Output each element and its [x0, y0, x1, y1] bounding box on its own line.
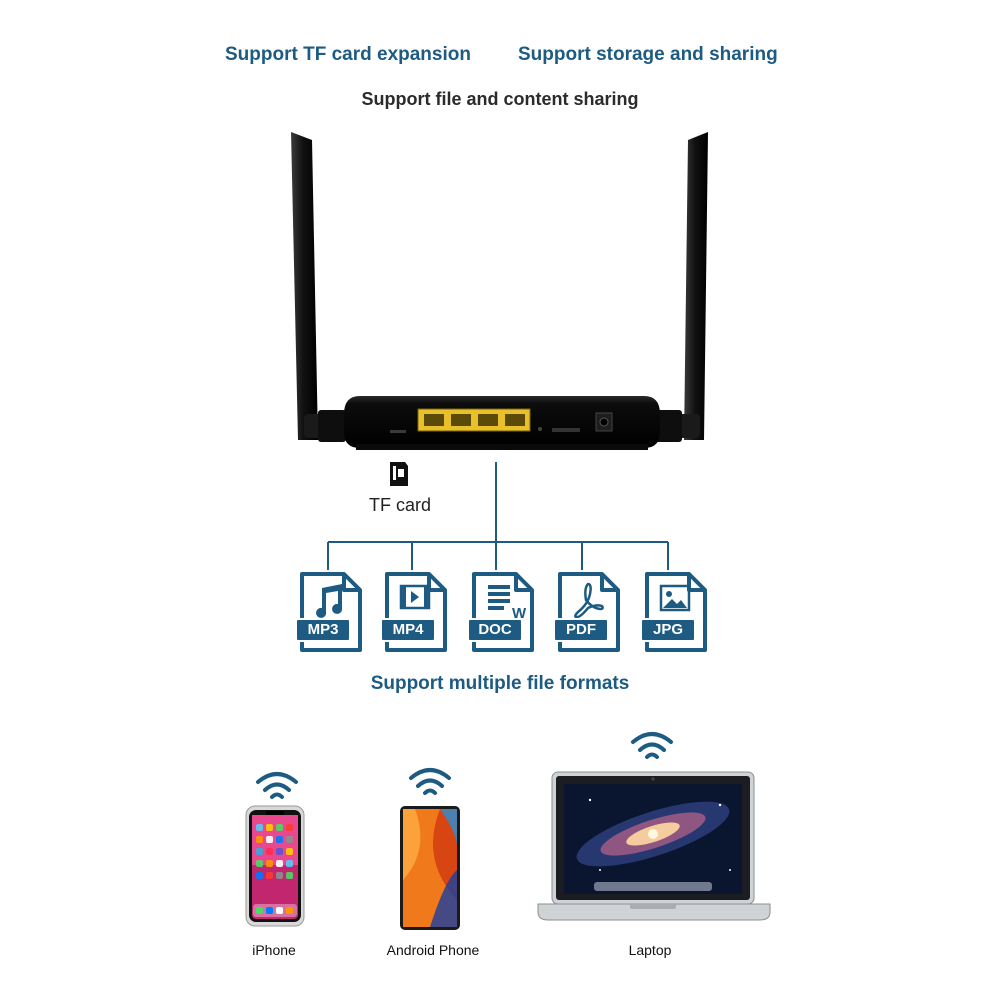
file-format-label: MP3	[295, 618, 351, 642]
file-format-jpg: JPG	[640, 570, 709, 654]
right-antenna	[654, 132, 708, 442]
tf-card-icon	[390, 462, 408, 486]
laptop-device	[537, 771, 771, 921]
wifi-icon	[256, 772, 298, 799]
iphone-device	[245, 805, 305, 927]
iphone-label: iPhone	[252, 942, 296, 958]
wifi-icon	[409, 768, 451, 795]
svg-text:W: W	[512, 605, 527, 622]
feature-storage-heading: Support storage and sharing	[518, 44, 778, 65]
android-phone-label: Android Phone	[386, 942, 480, 958]
file-format-label: JPG	[640, 618, 696, 642]
router-body	[344, 396, 660, 450]
file-format-mp4: MP4	[380, 570, 449, 654]
laptop-label: Laptop	[628, 942, 672, 958]
file-format-mp3: MP3	[295, 570, 364, 654]
formats-caption: Support multiple file formats	[370, 673, 630, 694]
android-phone-device	[400, 806, 460, 930]
file-format-label: DOC	[467, 618, 523, 642]
wifi-icon	[631, 732, 673, 759]
file-format-label: MP4	[380, 618, 436, 642]
file-format-label: PDF	[553, 618, 609, 642]
connector-lines	[327, 462, 669, 570]
subtitle: Support file and content sharing	[361, 89, 639, 109]
file-format-pdf: PDF	[553, 570, 622, 654]
tf-card-label: TF card	[369, 495, 432, 515]
feature-tf-card-heading: Support TF card expansion	[225, 44, 471, 65]
left-antenna	[291, 132, 346, 442]
